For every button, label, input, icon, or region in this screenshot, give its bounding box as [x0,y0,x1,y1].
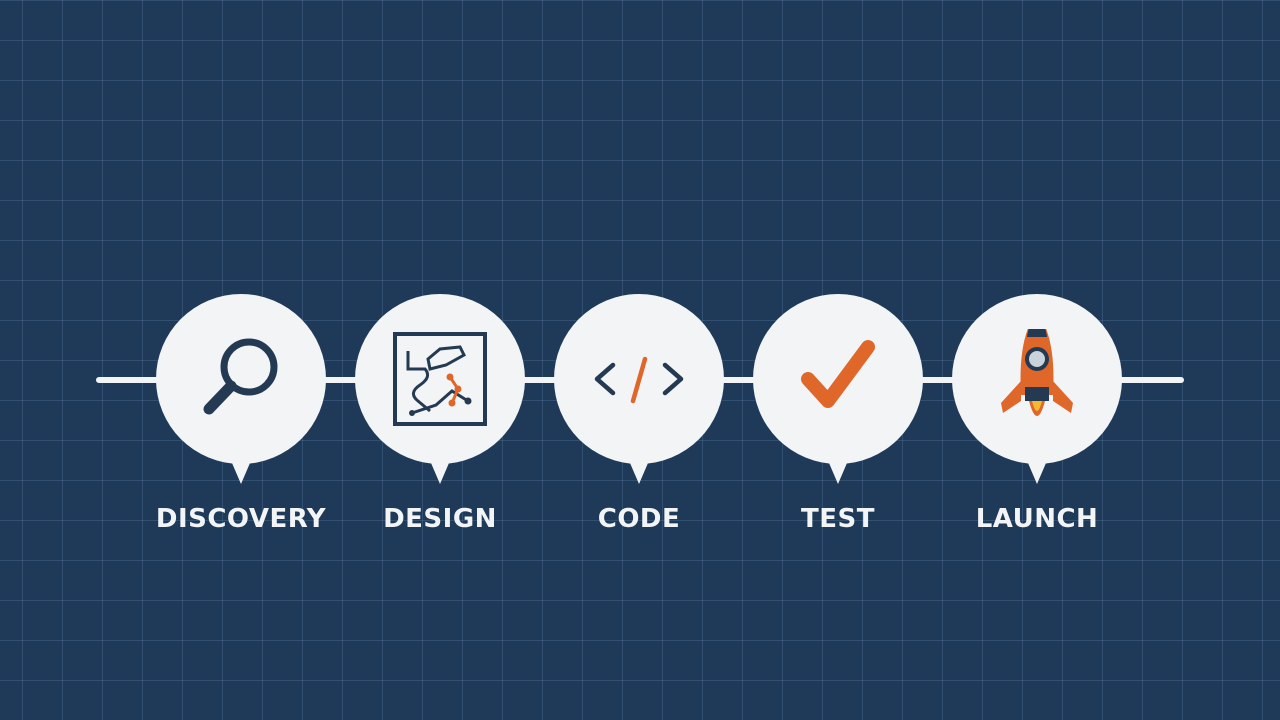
step-bubble [355,294,525,464]
step-design: DESIGN [355,294,525,564]
step-code: CODE [554,294,724,564]
step-label: TEST [801,504,875,534]
bubble-pointer [229,456,253,484]
bubble-pointer [428,456,452,484]
step-bubble [156,294,326,464]
magnifier-icon [203,338,278,415]
step-label: LAUNCH [975,504,1099,534]
bubble-pointer [627,456,651,484]
code-brackets-icon [594,356,684,404]
step-launch: LAUNCH [952,294,1122,564]
checkmark-icon [801,340,875,408]
bubble-pointer [826,456,850,484]
design-sketch-icon [393,332,487,426]
bubble-pointer [1025,456,1049,484]
step-label: DESIGN [383,504,497,534]
step-discovery: DISCOVERY [156,294,326,564]
step-test: TEST [753,294,923,564]
rocket-icon [1001,329,1073,416]
step-label: DISCOVERY [155,504,327,534]
step-label: CODE [597,504,681,534]
